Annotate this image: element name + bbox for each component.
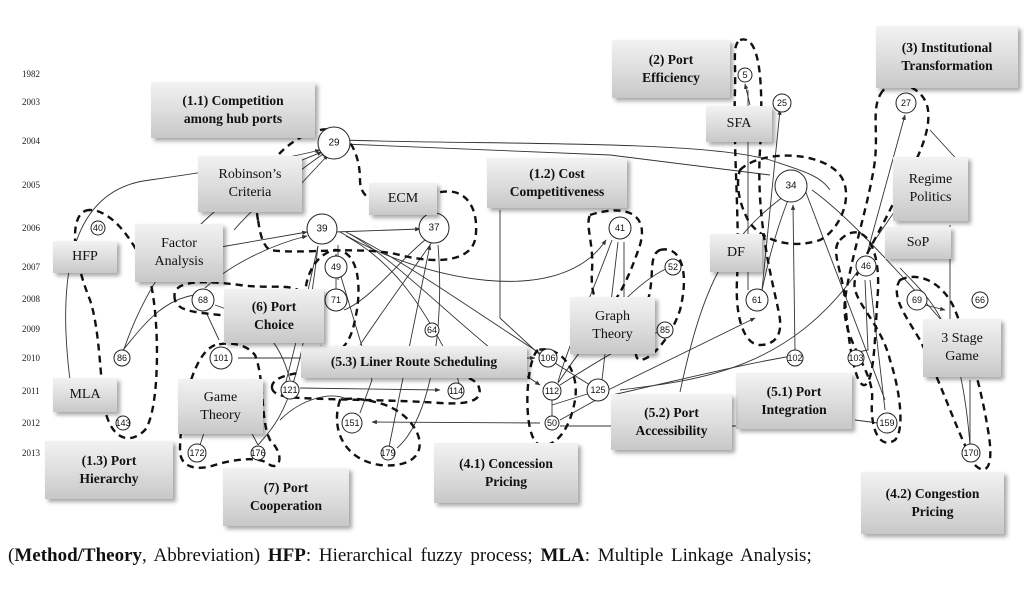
method-df: DF bbox=[710, 234, 762, 272]
year-label: 1982 bbox=[22, 69, 40, 79]
caption-mla-def: : Multiple Linkage Analysis; bbox=[584, 545, 812, 566]
method-regime-politics: Regime Politics bbox=[893, 157, 968, 221]
method-factor-analysis: Factor Analysis bbox=[135, 224, 223, 282]
topic-concession-pricing: (4.1) Concession Pricing bbox=[434, 443, 578, 503]
paper-node: 34 bbox=[785, 181, 797, 192]
paper-node: 114 bbox=[449, 386, 463, 396]
figure-caption: (Method/Theory, Abbreviation) HFP: Hiera… bbox=[8, 545, 1018, 567]
method-robinsons-criteria: Robinson’s Criteria bbox=[198, 156, 302, 212]
paper-node: 40 bbox=[93, 223, 103, 233]
topic-port-integration: (5.1) Port Integration bbox=[736, 373, 852, 429]
cluster-outlines bbox=[73, 38, 992, 471]
method-game-theory: Game Theory bbox=[178, 379, 263, 434]
method-mla: MLA bbox=[53, 378, 117, 412]
year-label: 2009 bbox=[22, 324, 41, 334]
method-sfa: SFA bbox=[706, 106, 772, 142]
caption-method-theory: Method/Theory bbox=[14, 545, 143, 566]
paper-nodes: 5 25 27 29 34 39 37 41 40 46 49 52 68 71… bbox=[90, 67, 989, 463]
paper-node: 143 bbox=[115, 418, 130, 428]
paper-node: 112 bbox=[545, 386, 559, 396]
topic-congestion-pricing: (4.2) Congestion Pricing bbox=[861, 472, 1004, 534]
paper-node: 101 bbox=[213, 353, 228, 363]
paper-node: 106 bbox=[540, 353, 555, 363]
paper-node: 170 bbox=[963, 448, 978, 458]
paper-node: 5 bbox=[742, 70, 747, 80]
caption-hfp-def: : Hierarchical fuzzy process; bbox=[305, 545, 541, 566]
year-label: 2007 bbox=[22, 262, 41, 272]
topic-port-choice: (6) Port Choice bbox=[224, 289, 324, 343]
paper-node: 86 bbox=[117, 353, 127, 363]
year-label: 2003 bbox=[22, 97, 41, 107]
paper-node: 159 bbox=[879, 418, 894, 428]
method-graph-theory: Graph Theory bbox=[570, 297, 655, 354]
topic-port-cooperation: (7) Port Cooperation bbox=[223, 468, 349, 526]
paper-node: 179 bbox=[380, 448, 395, 458]
caption-hfp-abbr: HFP bbox=[267, 545, 306, 566]
paper-node: 50 bbox=[547, 418, 557, 428]
caption-open: ( bbox=[8, 545, 15, 566]
year-axis: 1982 2003 2004 2005 2006 2007 2008 2009 … bbox=[22, 69, 41, 458]
paper-node: 52 bbox=[668, 262, 678, 272]
paper-node: 66 bbox=[975, 295, 985, 305]
topic-competition-among-hub-ports: (1.1) Competition among hub ports bbox=[151, 82, 315, 138]
year-label: 2005 bbox=[22, 180, 41, 190]
year-label: 2006 bbox=[22, 223, 41, 233]
year-label: 2004 bbox=[22, 136, 41, 146]
paper-node: 46 bbox=[861, 261, 871, 271]
year-label: 2010 bbox=[22, 353, 41, 363]
topic-cost-competitiveness: (1.2) Cost Competitiveness bbox=[487, 158, 627, 208]
method-three-stage-game: 3 Stage Game bbox=[923, 319, 1001, 377]
paper-node: 64 bbox=[427, 325, 437, 335]
paper-node: 121 bbox=[282, 385, 297, 395]
paper-node: 125 bbox=[590, 385, 605, 395]
year-label: 2013 bbox=[22, 448, 41, 458]
method-sop: SoP bbox=[885, 227, 951, 259]
topic-liner-route-scheduling: (5.3) Liner Route Scheduling bbox=[301, 346, 527, 378]
paper-node: 103 bbox=[848, 353, 863, 363]
topic-institutional-transformation: (3) Institutional Transformation bbox=[876, 26, 1018, 88]
paper-node: 172 bbox=[189, 448, 204, 458]
paper-node: 68 bbox=[198, 295, 208, 305]
paper-node: 71 bbox=[331, 295, 341, 305]
topic-port-hierarchy: (1.3) Port Hierarchy bbox=[45, 441, 173, 499]
paper-node: 25 bbox=[777, 98, 787, 108]
paper-node: 61 bbox=[752, 295, 762, 305]
paper-node: 49 bbox=[331, 262, 341, 272]
paper-node: 41 bbox=[615, 223, 625, 233]
method-hfp: HFP bbox=[53, 241, 117, 273]
year-label: 2011 bbox=[22, 386, 40, 396]
paper-node: 85 bbox=[660, 325, 670, 335]
paper-node: 102 bbox=[787, 353, 802, 363]
paper-node: 39 bbox=[316, 224, 328, 235]
topic-port-accessibility: (5.2) Port Accessibility bbox=[611, 394, 732, 450]
caption-abbr: , Abbreviation) bbox=[142, 545, 268, 566]
method-ecm: ECM bbox=[369, 183, 437, 215]
paper-node: 151 bbox=[344, 418, 359, 428]
paper-node: 27 bbox=[901, 98, 911, 108]
year-label: 2008 bbox=[22, 294, 41, 304]
paper-node: 29 bbox=[328, 138, 340, 149]
paper-node: 37 bbox=[428, 223, 440, 234]
paper-node: 176 bbox=[250, 448, 265, 458]
year-label: 2012 bbox=[22, 418, 40, 428]
topic-port-efficiency: (2) Port Efficiency bbox=[612, 40, 730, 98]
caption-mla-abbr: MLA bbox=[540, 545, 585, 566]
paper-node: 69 bbox=[912, 295, 922, 305]
